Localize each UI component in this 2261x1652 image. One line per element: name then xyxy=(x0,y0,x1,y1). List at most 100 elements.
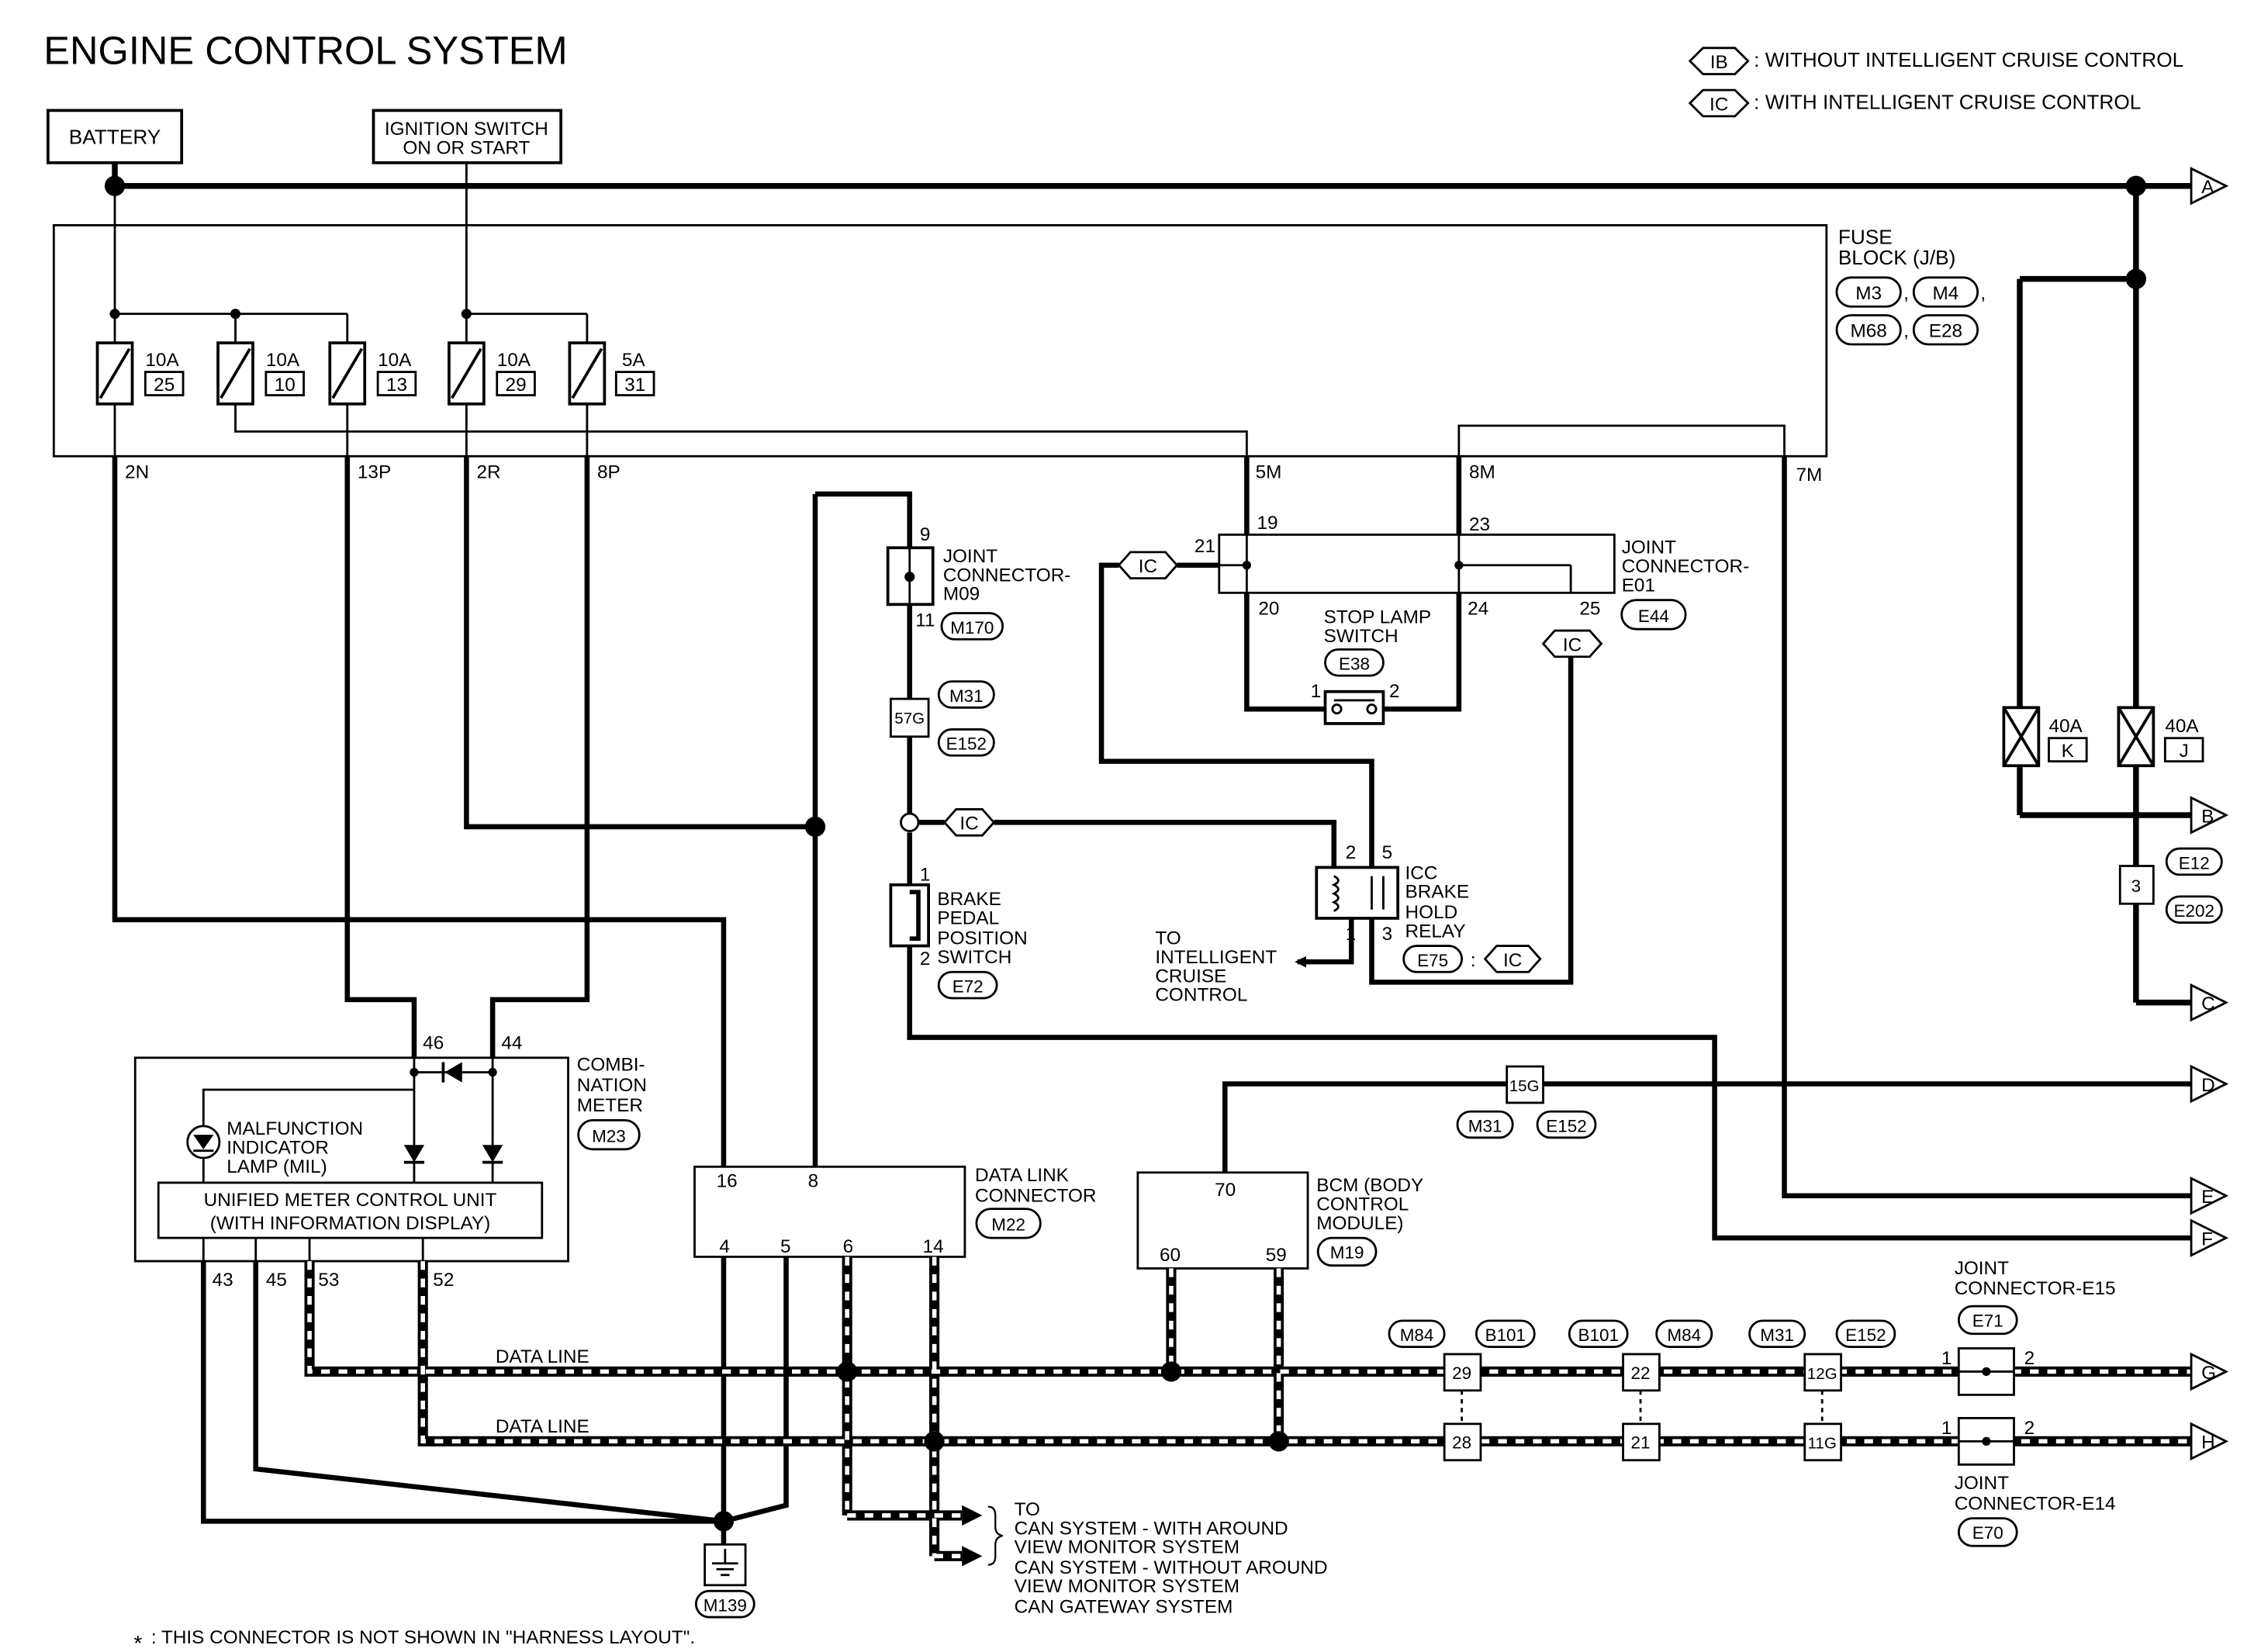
to-icc-label: CRUISE xyxy=(1155,966,1226,987)
fuse-block-connector: M68 xyxy=(1850,321,1886,342)
dlc-code: M22 xyxy=(991,1215,1025,1235)
ic-tag-brake: IC xyxy=(942,808,996,837)
to-icc-label: TO xyxy=(1155,928,1181,949)
terminal-label: 5M xyxy=(1256,461,1282,482)
continuation-arrow-g: G xyxy=(2190,1352,2229,1391)
legend-ic: IC : WITH INTELLIGENT CRUISE CONTROL xyxy=(1688,88,2141,118)
inline-pin: 11G xyxy=(1808,1435,1837,1453)
fuse-amp: 10A xyxy=(145,350,179,371)
bpp-label: POSITION xyxy=(937,928,1027,949)
can-system-note: TO CAN SYSTEM - WITH AROUND VIEW MONITOR… xyxy=(987,1499,1328,1617)
57g-code: M31 xyxy=(949,686,984,706)
bcm-label: CONTROL xyxy=(1316,1194,1409,1215)
dlc-pin: 8 xyxy=(808,1171,819,1192)
junction-dot xyxy=(461,309,472,320)
bcm-pin: 60 xyxy=(1160,1245,1181,1266)
e01-pin: 19 xyxy=(1257,513,1277,534)
meter-pin: 46 xyxy=(423,1033,444,1054)
fuse-num: 29 xyxy=(506,375,527,396)
fuse-block-label-1: FUSE xyxy=(1838,226,1893,249)
inline-pin: 21 xyxy=(1631,1433,1651,1453)
footnote-text: : THIS CONNECTOR IS NOT SHOWN IN "HARNES… xyxy=(151,1627,695,1648)
fuse-block-internal-wiring xyxy=(113,162,1786,457)
ignition-label-2: ON OR START xyxy=(403,138,530,159)
e14-pin: 2 xyxy=(2024,1418,2035,1439)
fusible-link-k-letter: K xyxy=(2062,741,2074,762)
e01-code: E44 xyxy=(1638,607,1669,626)
stop-lamp-switch: 1 2 STOP LAMP SWITCH E38 xyxy=(1311,607,1431,725)
relay-pin: 3 xyxy=(1382,924,1393,945)
joint-e01-internal xyxy=(1219,534,1572,593)
meter-label: NATION xyxy=(577,1075,647,1096)
fuse-block-frame xyxy=(52,223,1828,458)
inline-pin: 28 xyxy=(1452,1433,1471,1453)
battery-bus xyxy=(112,162,2192,1006)
fuse-31: 5A 31 xyxy=(568,341,655,406)
relay-ic-tag: IC xyxy=(1503,950,1522,971)
connector-3-code-2: E202 xyxy=(2174,901,2214,921)
ic-tag-text: IC xyxy=(1139,556,1157,577)
connector-3: 3 E12 E202 xyxy=(2118,847,2223,924)
relay-pin: 1 xyxy=(1346,924,1357,945)
arrow-letter: H xyxy=(2201,1433,2215,1453)
arrow-letter: B xyxy=(2201,806,2214,827)
inline-connector-57g: 57G M31 E152 xyxy=(889,680,995,757)
to-icc-label: CONTROL xyxy=(1155,985,1247,1006)
dlc-label: DATA LINK xyxy=(975,1165,1069,1186)
main-wiring xyxy=(112,456,2192,1545)
inline-code: E152 xyxy=(1845,1325,1886,1345)
dlc-pin: 4 xyxy=(719,1236,730,1257)
continuation-arrow-e: E xyxy=(2190,1177,2229,1215)
15g-code: E152 xyxy=(1546,1116,1586,1135)
junction-dot xyxy=(104,175,126,196)
relay-code: E75 xyxy=(1417,951,1448,970)
junction-dot xyxy=(230,309,241,320)
junction-dot xyxy=(1268,1431,1289,1452)
m09-label: M09 xyxy=(943,584,980,605)
relay-pin: 5 xyxy=(1382,842,1393,863)
ignition-label-1: IGNITION SWITCH xyxy=(385,119,548,140)
fuse-10: 10A 10 xyxy=(216,341,305,406)
fusible-link-k: 40A K xyxy=(2002,706,2088,768)
to-icc-label: INTELLIGENT xyxy=(1155,947,1277,968)
data-line-bus xyxy=(304,1256,2192,1561)
e01-label: JOINT xyxy=(1622,537,1676,558)
inline-connector-22-21: 22 21 B101 M84 xyxy=(1568,1319,1713,1462)
junction-dot xyxy=(2125,175,2146,196)
legend-ib: IB : WITHOUT INTELLIGENT CRUISE CONTROL xyxy=(1688,47,2183,75)
legend-ic-text: : WITH INTELLIGENT CRUISE CONTROL xyxy=(1754,91,2141,114)
fuse-amp: 10A xyxy=(497,350,531,371)
bpp-label: PEDAL xyxy=(937,907,999,928)
dlc-pin: 16 xyxy=(717,1171,738,1192)
fuse-29: 10A 29 xyxy=(448,341,536,406)
fuse-block-connectors: M3 , M4 , M68 , E28 xyxy=(1835,276,1986,346)
connector-3-code-1: E12 xyxy=(2179,853,2210,873)
data-link-connector: 16 8 4 5 6 14 DATA LINK CONNECTOR M22 xyxy=(693,1165,1097,1258)
fuse-num: 13 xyxy=(386,375,407,396)
relay-code-sep: : xyxy=(1471,950,1476,971)
battery-box: BATTERY xyxy=(46,109,184,164)
fusible-link-k-amp: 40A xyxy=(2048,716,2083,737)
ground-code: M139 xyxy=(704,1596,747,1616)
can-note-line: TO xyxy=(1015,1499,1040,1520)
fuse-amp: 10A xyxy=(378,350,412,371)
combination-meter: 46 44 COMBI- NATION METER M23 MALFUN xyxy=(133,1033,647,1291)
inline-connector-15g: 15G M31 E152 xyxy=(1456,1065,1597,1139)
e01-pin: 25 xyxy=(1579,598,1600,619)
m09-code: M170 xyxy=(950,618,994,638)
can-note-line: VIEW MONITOR SYSTEM xyxy=(1015,1576,1239,1597)
bcm-module: 70 60 59 BCM (BODY CONTROL MODULE) M19 xyxy=(1136,1171,1423,1270)
ic-tag-e01-25: IC xyxy=(1541,629,1603,658)
joint-connector-e15: 1 2 JOINT CONNECTOR-E15 E71 xyxy=(1941,1258,2116,1396)
bcm-label: BCM (BODY xyxy=(1316,1175,1423,1196)
inline-connector-29-28: 29 28 M84 B101 xyxy=(1388,1319,1536,1462)
diode-icon xyxy=(482,1145,503,1163)
junction-dot xyxy=(837,1361,858,1382)
fuse-25: 10A 25 xyxy=(95,341,185,406)
continuation-arrow-b: B xyxy=(2190,796,2229,835)
inline-code: M84 xyxy=(1400,1325,1434,1345)
m09-label: CONNECTOR- xyxy=(943,565,1071,586)
fuse-block-connector: E28 xyxy=(1929,321,1962,342)
ic-tag-text: IC xyxy=(1563,634,1582,655)
terminal-label: 8P xyxy=(597,461,621,482)
